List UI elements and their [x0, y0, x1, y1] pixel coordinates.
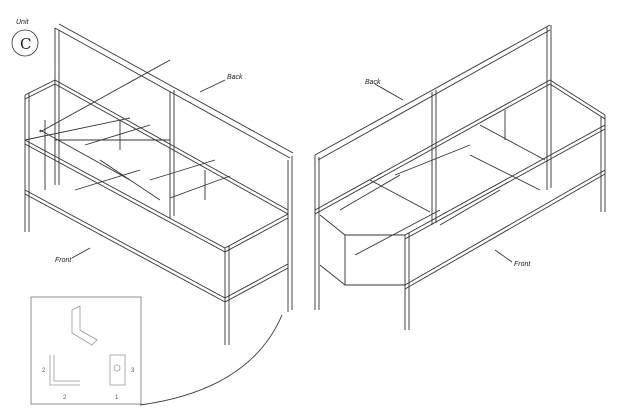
- right-front-label: Front: [514, 261, 531, 268]
- bracket-iso-icon: [71, 305, 98, 346]
- detail-callout-arc: [139, 314, 283, 406]
- unit-badge: [11, 29, 39, 57]
- unit-letter: C: [20, 35, 31, 53]
- unit-label: Unit: [16, 19, 30, 26]
- bracket-detail-box: [30, 296, 142, 405]
- right-bench-frame: [314, 24, 606, 330]
- dim-label: 2: [42, 368, 46, 374]
- right-back-label: Back: [365, 79, 381, 86]
- dim-label: 2: [63, 395, 67, 401]
- left-front-label: Front: [55, 257, 72, 264]
- dim-label: 3: [131, 368, 135, 374]
- dim-label: 1: [115, 395, 119, 401]
- bracket-front-view: [109, 354, 126, 386]
- left-bench-frame: [24, 23, 294, 345]
- bracket-side-view: [49, 355, 80, 386]
- left-back-label: Back: [227, 74, 243, 81]
